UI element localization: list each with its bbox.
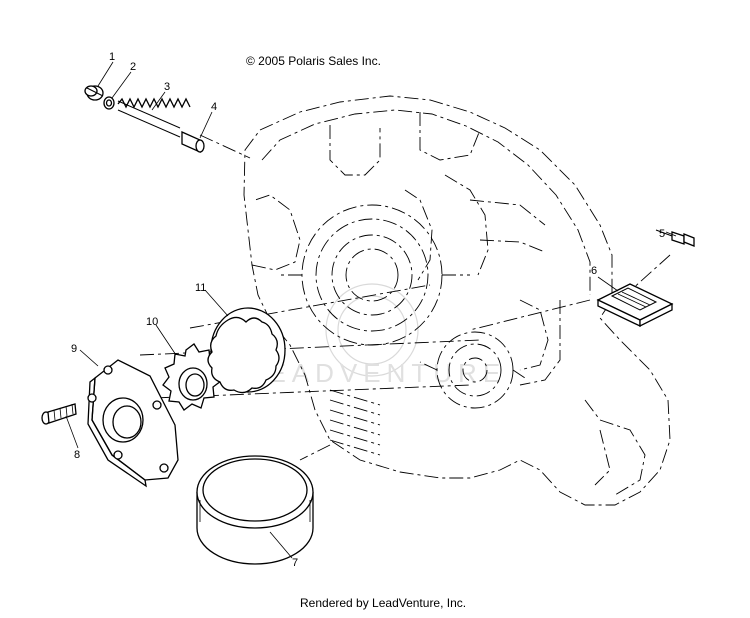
inner-rotor-part bbox=[162, 343, 222, 411]
callout-7: 7 bbox=[292, 557, 298, 569]
callout-1: 1 bbox=[109, 51, 115, 63]
plug-part bbox=[84, 85, 104, 101]
crankcase-fins bbox=[329, 389, 381, 456]
leadventure-watermark: LEADVENTURE bbox=[248, 283, 506, 388]
pump-cover-part bbox=[87, 359, 179, 488]
footer-credit: Rendered by LeadVenture, Inc. bbox=[300, 596, 467, 610]
callout-10: 10 bbox=[146, 316, 158, 328]
watermark-text: LEADVENTURE bbox=[248, 358, 506, 388]
callout-11: 11 bbox=[195, 282, 206, 294]
reed-valve-part bbox=[596, 283, 674, 328]
crankcase-sprocket bbox=[419, 331, 526, 409]
callout-2: 2 bbox=[130, 61, 136, 73]
callout-6: 6 bbox=[591, 265, 597, 277]
callout-leaders bbox=[65, 61, 677, 559]
callout-9: 9 bbox=[71, 343, 77, 355]
screw-part-left bbox=[41, 403, 77, 425]
plunger-part bbox=[181, 130, 205, 154]
crankcase-outline bbox=[243, 95, 671, 506]
rotor-housing bbox=[280, 204, 470, 346]
spring-part bbox=[117, 97, 191, 138]
callout-5: 5 bbox=[659, 228, 665, 240]
oil-filter-part bbox=[196, 455, 314, 565]
outer-rotor-part bbox=[207, 307, 286, 394]
screw-part-right bbox=[655, 229, 695, 247]
callout-3: 3 bbox=[164, 81, 170, 93]
callout-4: 4 bbox=[211, 101, 217, 113]
callout-8: 8 bbox=[74, 449, 80, 461]
callout-labels: 1 2 3 4 5 6 7 8 9 10 11 bbox=[71, 51, 665, 569]
washer-part bbox=[103, 96, 115, 110]
assembly-lines bbox=[104, 134, 671, 461]
copyright-text: © 2005 Polaris Sales Inc. bbox=[246, 54, 381, 68]
